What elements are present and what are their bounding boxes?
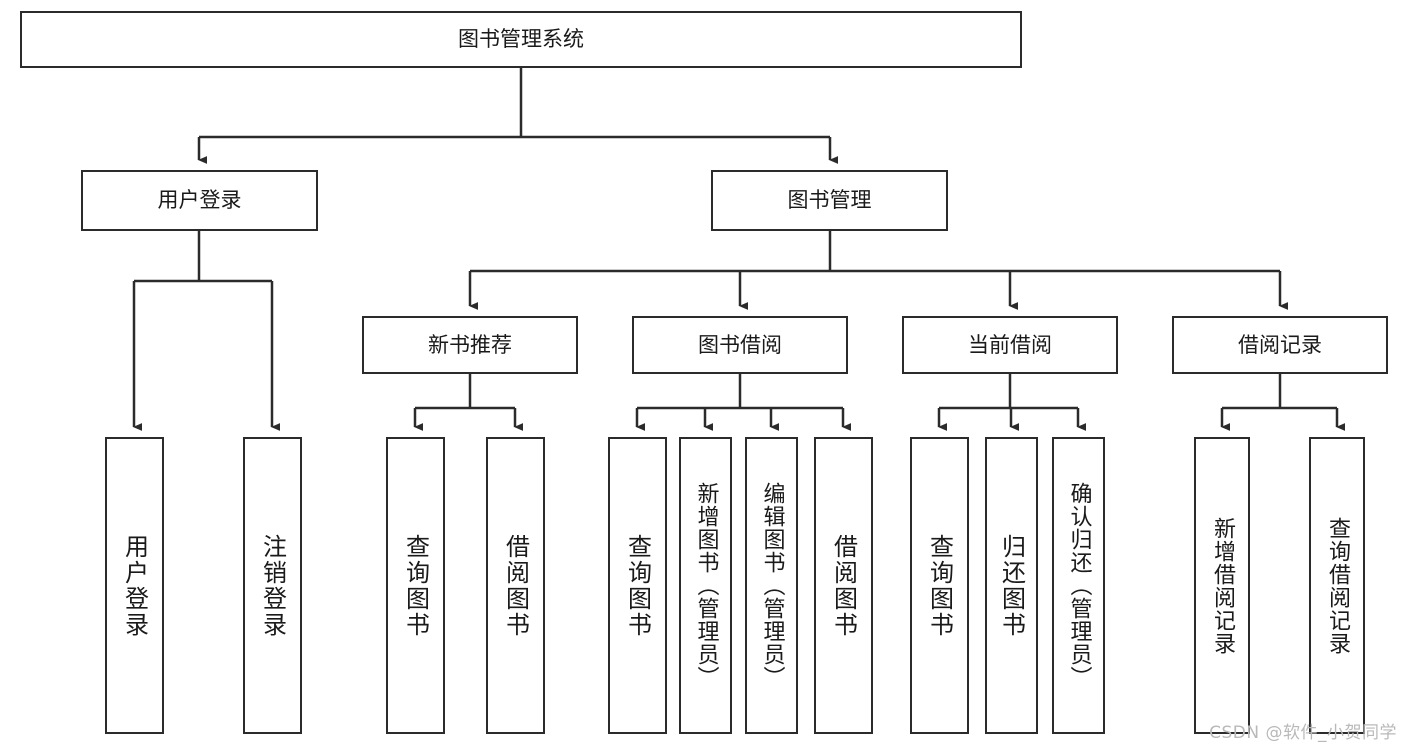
node-leaf-query-book-3[interactable]: 查询图书	[910, 437, 969, 734]
node-leaf-return-book[interactable]: 归还图书	[985, 437, 1038, 734]
node-leaf-edit-book-label: 编辑图书（管理员）	[759, 482, 785, 689]
node-new-book-recommend[interactable]: 新书推荐	[362, 316, 578, 374]
node-user-login[interactable]: 用户登录	[81, 170, 318, 231]
node-current-borrow[interactable]: 当前借阅	[902, 316, 1118, 374]
csdn-watermark: CSDN @软件_小贺同学	[1209, 723, 1397, 743]
node-new-book-recommend-label: 新书推荐	[428, 332, 512, 357]
node-leaf-query-record-label: 查询借阅记录	[1325, 516, 1350, 655]
node-leaf-confirm-return-label: 确认归还（管理员）	[1066, 482, 1092, 689]
node-leaf-logout[interactable]: 注销登录	[243, 437, 302, 734]
node-current-borrow-label: 当前借阅	[968, 332, 1052, 357]
node-leaf-add-book[interactable]: 新增图书（管理员）	[679, 437, 732, 734]
node-leaf-query-record[interactable]: 查询借阅记录	[1309, 437, 1365, 734]
node-leaf-borrow-book-2[interactable]: 借阅图书	[814, 437, 873, 734]
node-leaf-query-book-1-label: 查询图书	[401, 533, 430, 638]
node-leaf-borrow-book-1[interactable]: 借阅图书	[486, 437, 545, 734]
node-leaf-add-record[interactable]: 新增借阅记录	[1194, 437, 1250, 734]
node-root-label: 图书管理系统	[458, 27, 584, 52]
node-book-manage-label: 图书管理	[787, 188, 872, 213]
node-leaf-query-book-2-label: 查询图书	[623, 533, 652, 638]
node-root[interactable]: 图书管理系统	[20, 11, 1022, 68]
node-leaf-query-book-1[interactable]: 查询图书	[386, 437, 445, 734]
node-leaf-edit-book[interactable]: 编辑图书（管理员）	[745, 437, 798, 734]
node-book-borrow-label: 图书借阅	[698, 332, 782, 357]
node-leaf-borrow-book-2-label: 借阅图书	[829, 533, 858, 638]
node-leaf-borrow-book-1-label: 借阅图书	[501, 533, 530, 638]
node-leaf-user-login-label: 用户登录	[120, 533, 149, 638]
node-leaf-add-record-label: 新增借阅记录	[1210, 516, 1235, 655]
node-book-manage[interactable]: 图书管理	[711, 170, 948, 231]
node-leaf-confirm-return[interactable]: 确认归还（管理员）	[1052, 437, 1105, 734]
node-borrow-record-label: 借阅记录	[1238, 332, 1322, 357]
node-borrow-record[interactable]: 借阅记录	[1172, 316, 1388, 374]
node-book-borrow[interactable]: 图书借阅	[632, 316, 848, 374]
node-leaf-add-book-label: 新增图书（管理员）	[693, 482, 719, 689]
node-user-login-label: 用户登录	[157, 188, 242, 213]
node-leaf-user-login[interactable]: 用户登录	[105, 437, 164, 734]
node-leaf-return-book-label: 归还图书	[997, 533, 1026, 638]
node-leaf-query-book-3-label: 查询图书	[925, 533, 954, 638]
node-leaf-logout-label: 注销登录	[258, 533, 287, 638]
node-leaf-query-book-2[interactable]: 查询图书	[608, 437, 667, 734]
